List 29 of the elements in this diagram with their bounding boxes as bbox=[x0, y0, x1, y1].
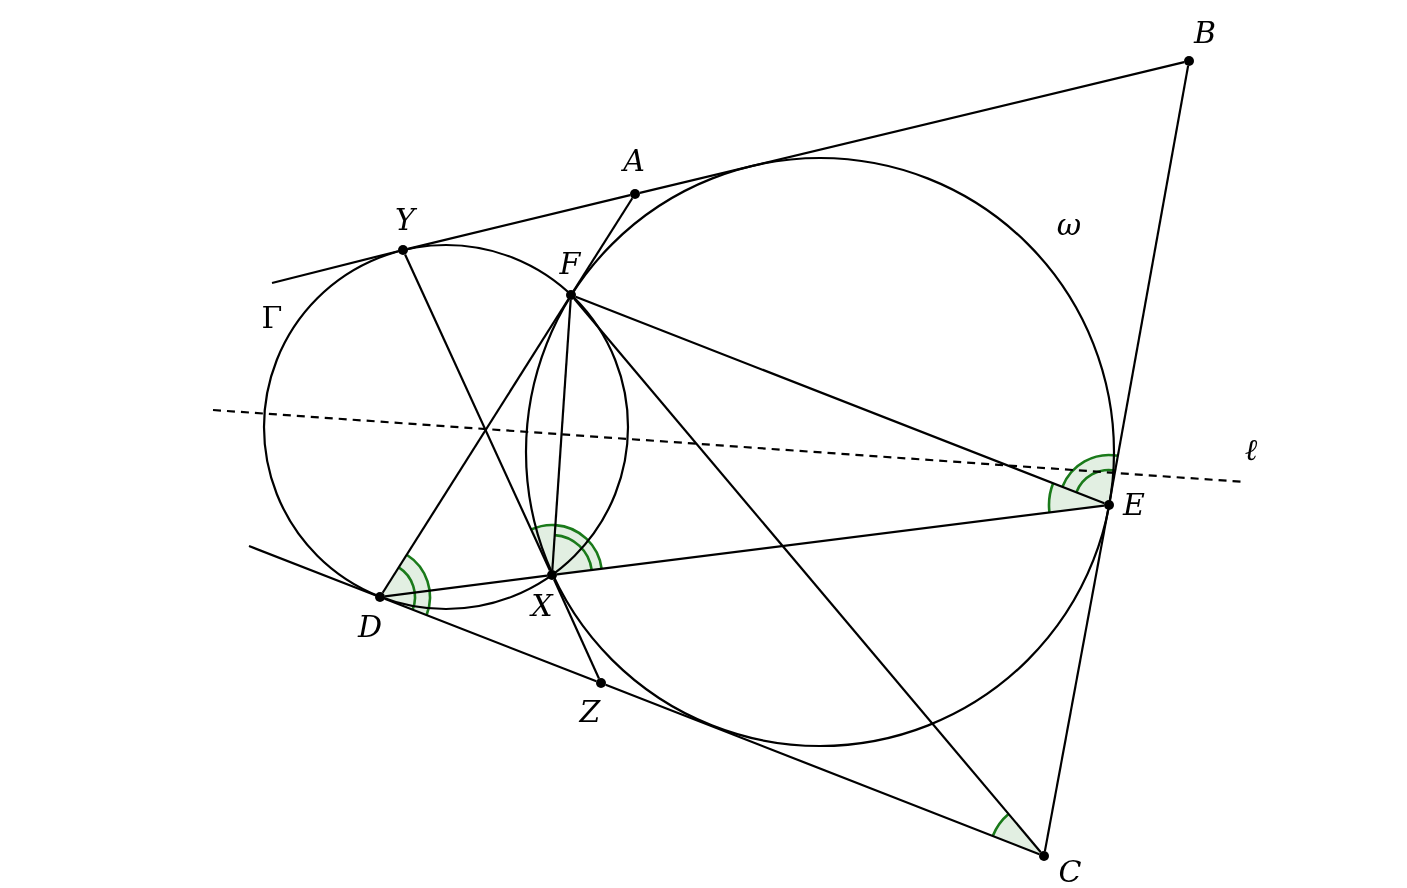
line-segment bbox=[384, 574, 548, 598]
point-label: E bbox=[1123, 490, 1145, 520]
line-segment bbox=[573, 298, 1042, 853]
line-segment bbox=[1108, 65, 1190, 501]
line-segment bbox=[407, 194, 631, 250]
point-label: X bbox=[531, 591, 553, 621]
line-segment bbox=[381, 298, 570, 594]
line-segment bbox=[1043, 509, 1110, 852]
line-segment bbox=[551, 299, 572, 571]
line-segment bbox=[384, 597, 597, 683]
point-label: B bbox=[1194, 18, 1216, 48]
line-segment bbox=[605, 683, 1040, 856]
line-segment bbox=[556, 504, 1105, 576]
line-segment bbox=[575, 295, 1105, 505]
line-segment bbox=[248, 544, 376, 597]
point-label: F bbox=[559, 249, 581, 279]
point-label: Z bbox=[579, 697, 601, 727]
line-segment bbox=[271, 250, 399, 285]
line-label: ℓ bbox=[1244, 435, 1258, 465]
point-label: A bbox=[623, 146, 645, 176]
line-segment bbox=[572, 197, 634, 292]
point-label: D bbox=[357, 612, 383, 642]
point-label: Y bbox=[395, 205, 415, 235]
line-segment bbox=[553, 579, 600, 679]
circle-label: ω bbox=[1056, 210, 1082, 240]
line-segment bbox=[639, 61, 1185, 194]
circle-label: Γ bbox=[261, 303, 283, 333]
line-segment bbox=[404, 254, 551, 571]
point-label: C bbox=[1058, 857, 1082, 887]
